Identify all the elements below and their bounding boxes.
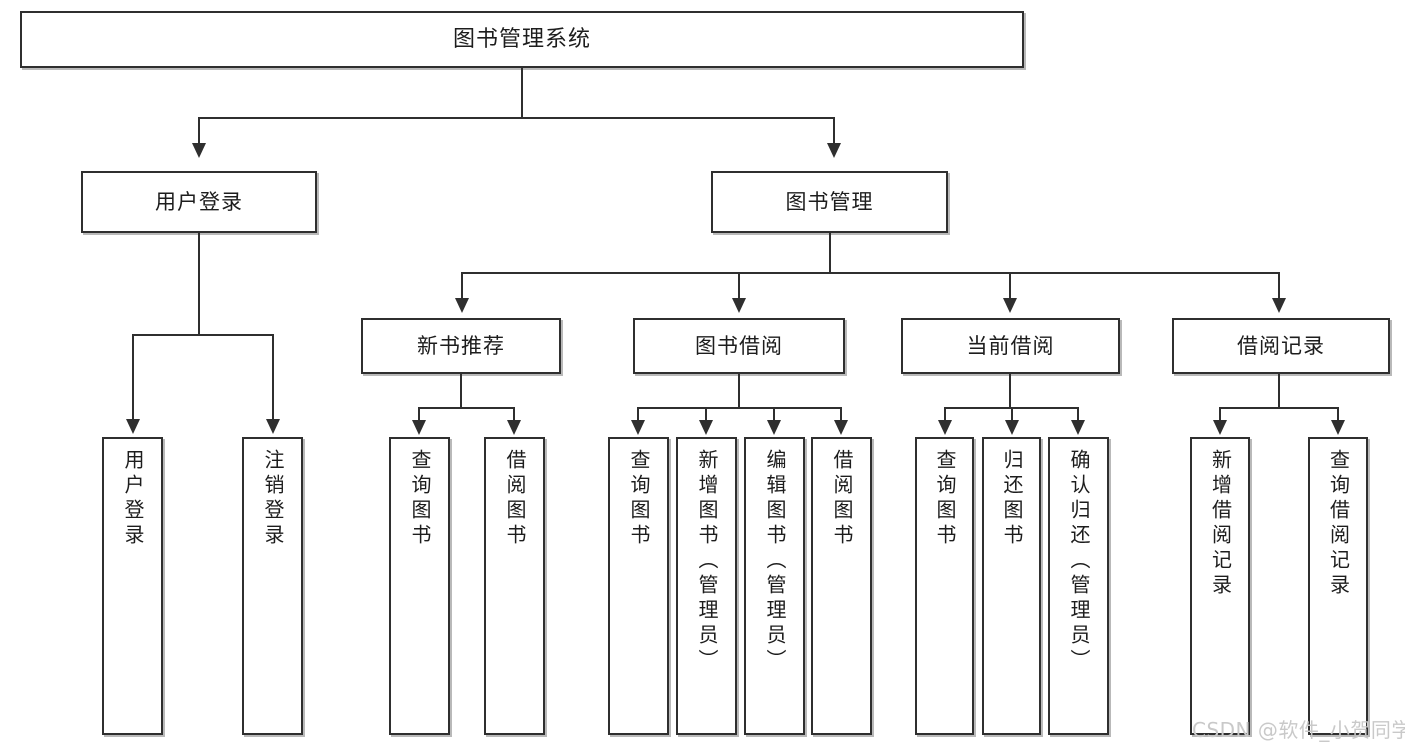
node-label: 归还图书	[1000, 449, 1024, 549]
node-label: 新书推荐	[417, 333, 505, 358]
connector-nbr-leaf-1	[513, 407, 515, 422]
leaf-nbr-borrow-book[interactable]: 借阅图书	[484, 437, 545, 735]
arrowhead-bb-leaf-0	[631, 420, 645, 435]
arrowhead-bb-leaf-2	[767, 420, 781, 435]
node-label: 用户登录	[121, 449, 145, 549]
arrowhead-br-leaf-1	[1331, 420, 1345, 435]
leaf-cb-confirm-return-admin[interactable]: 确认归还（管理员）	[1048, 437, 1109, 735]
connector-book-management-stem	[829, 233, 831, 273]
connector-bb-leaf-1	[705, 407, 707, 422]
node-label: 注销登录	[261, 449, 285, 549]
connector-book-borrow-bus	[637, 407, 842, 409]
arrowhead-nbr-leaf-0	[412, 420, 426, 435]
node-label: 借阅记录	[1237, 333, 1325, 358]
connector-cb-leaf-2	[1077, 407, 1079, 422]
node-label: 确认归还（管理员）	[1067, 449, 1091, 674]
leaf-br-query-record[interactable]: 查询借阅记录	[1308, 437, 1368, 735]
connector-root-bus	[198, 117, 835, 119]
node-borrow-record[interactable]: 借阅记录	[1172, 318, 1390, 374]
connector-borrow-record-stem	[1278, 374, 1280, 408]
connector-to-borrow-record	[1278, 272, 1280, 300]
arrowhead-cb-leaf-2	[1071, 420, 1085, 435]
connector-user-login-leaf-1	[272, 334, 274, 421]
connector-root-to-book-management	[833, 117, 835, 145]
connector-br-leaf-1	[1337, 407, 1339, 422]
arrowhead-book-management	[827, 143, 841, 158]
node-label: 借阅图书	[503, 449, 527, 549]
node-user-login[interactable]: 用户登录	[81, 171, 317, 233]
node-label: 借阅图书	[830, 449, 854, 549]
arrowhead-nbr-leaf-1	[507, 420, 521, 435]
connector-borrow-record-bus	[1219, 407, 1339, 409]
node-label: 新增借阅记录	[1208, 449, 1233, 599]
node-label: 查询图书	[408, 449, 432, 549]
arrowhead-bb-leaf-1	[699, 420, 713, 435]
arrowhead-bb-leaf-3	[834, 420, 848, 435]
leaf-br-add-record[interactable]: 新增借阅记录	[1190, 437, 1250, 735]
leaf-bb-borrow-book[interactable]: 借阅图书	[811, 437, 872, 735]
connector-current-borrow-stem	[1009, 374, 1011, 408]
connector-to-book-borrow	[738, 272, 740, 300]
node-label: 查询借阅记录	[1326, 449, 1351, 599]
node-book-borrow[interactable]: 图书借阅	[633, 318, 845, 374]
arrowhead-new-book-recommend	[455, 298, 469, 313]
node-label: 查询图书	[627, 449, 651, 549]
connector-bb-leaf-3	[840, 407, 842, 422]
node-root-book-management-system[interactable]: 图书管理系统	[20, 11, 1024, 68]
node-label: 图书管理系统	[452, 26, 591, 52]
arrowhead-leaf-user-login	[126, 419, 140, 434]
connector-root-stem	[521, 68, 523, 118]
connector-new-book-recommend-bus	[418, 407, 515, 409]
leaf-cb-query-book[interactable]: 查询图书	[915, 437, 974, 735]
arrowhead-current-borrow	[1003, 298, 1017, 313]
connector-bb-leaf-2	[773, 407, 775, 422]
node-label: 新增图书（管理员）	[695, 449, 719, 674]
leaf-user-login[interactable]: 用户登录	[102, 437, 163, 735]
connector-bb-leaf-0	[637, 407, 639, 422]
leaf-bb-query-book[interactable]: 查询图书	[608, 437, 669, 735]
connector-cb-leaf-1	[1011, 407, 1013, 422]
node-label: 图书借阅	[695, 333, 783, 358]
node-label: 图书管理	[785, 189, 874, 214]
connector-root-to-user-login	[198, 117, 200, 145]
arrowhead-user-login	[192, 143, 206, 158]
connector-user-login-stem	[198, 233, 200, 335]
connector-nbr-leaf-0	[418, 407, 420, 422]
leaf-nbr-query-book[interactable]: 查询图书	[389, 437, 450, 735]
connector-new-book-recommend-stem	[460, 374, 462, 408]
arrowhead-borrow-record	[1272, 298, 1286, 313]
arrowhead-leaf-logout	[266, 419, 280, 434]
connector-user-login-bus	[133, 334, 274, 336]
arrowhead-cb-leaf-1	[1005, 420, 1019, 435]
node-label: 当前借阅	[966, 333, 1055, 358]
connector-user-login-leaf-0	[132, 334, 134, 421]
node-label: 用户登录	[155, 189, 243, 214]
connector-br-leaf-0	[1219, 407, 1221, 422]
connector-level3-bus	[461, 272, 1280, 274]
node-label: 编辑图书（管理员）	[763, 449, 787, 674]
arrowhead-book-borrow	[732, 298, 746, 313]
node-book-management[interactable]: 图书管理	[711, 171, 948, 233]
leaf-cb-return-book[interactable]: 归还图书	[982, 437, 1041, 735]
connector-to-new-book-recommend	[461, 272, 463, 300]
leaf-bb-edit-book-admin[interactable]: 编辑图书（管理员）	[744, 437, 805, 735]
node-label: 查询图书	[933, 449, 957, 549]
connector-to-current-borrow	[1009, 272, 1011, 300]
node-current-borrow[interactable]: 当前借阅	[901, 318, 1120, 374]
node-new-book-recommend[interactable]: 新书推荐	[361, 318, 561, 374]
connector-cb-leaf-0	[944, 407, 946, 422]
arrowhead-cb-leaf-0	[938, 420, 952, 435]
arrowhead-br-leaf-0	[1213, 420, 1227, 435]
connector-book-borrow-stem	[738, 374, 740, 408]
leaf-logout-login[interactable]: 注销登录	[242, 437, 303, 735]
leaf-bb-add-book-admin[interactable]: 新增图书（管理员）	[676, 437, 737, 735]
